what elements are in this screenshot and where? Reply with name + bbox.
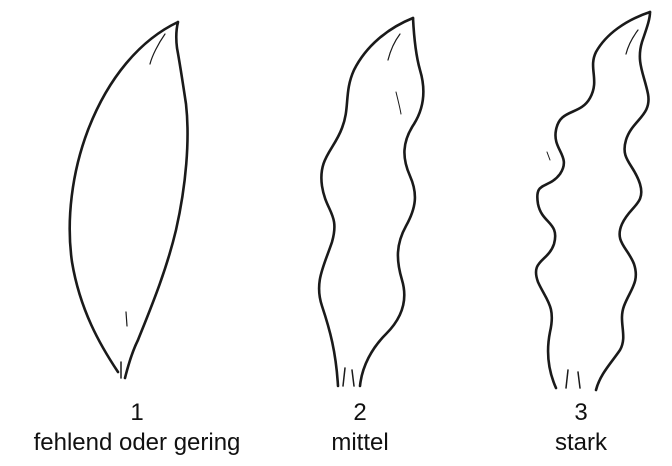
leaf-illustrations [0, 0, 672, 400]
leaf-3-drawing [536, 12, 650, 390]
caption-label: fehlend oder gering [17, 428, 257, 458]
caption-number: 2 [240, 398, 480, 428]
caption-number: 1 [17, 398, 257, 428]
caption-leaf-2: 2 mittel [240, 398, 480, 458]
caption-leaf-3: 3 stark [461, 398, 672, 458]
caption-label: stark [461, 428, 672, 458]
caption-leaf-1: 1 fehlend oder gering [17, 398, 257, 458]
leaf-2-drawing [319, 18, 423, 386]
caption-number: 3 [461, 398, 672, 428]
caption-label: mittel [240, 428, 480, 458]
leaf-1-drawing [70, 22, 188, 378]
